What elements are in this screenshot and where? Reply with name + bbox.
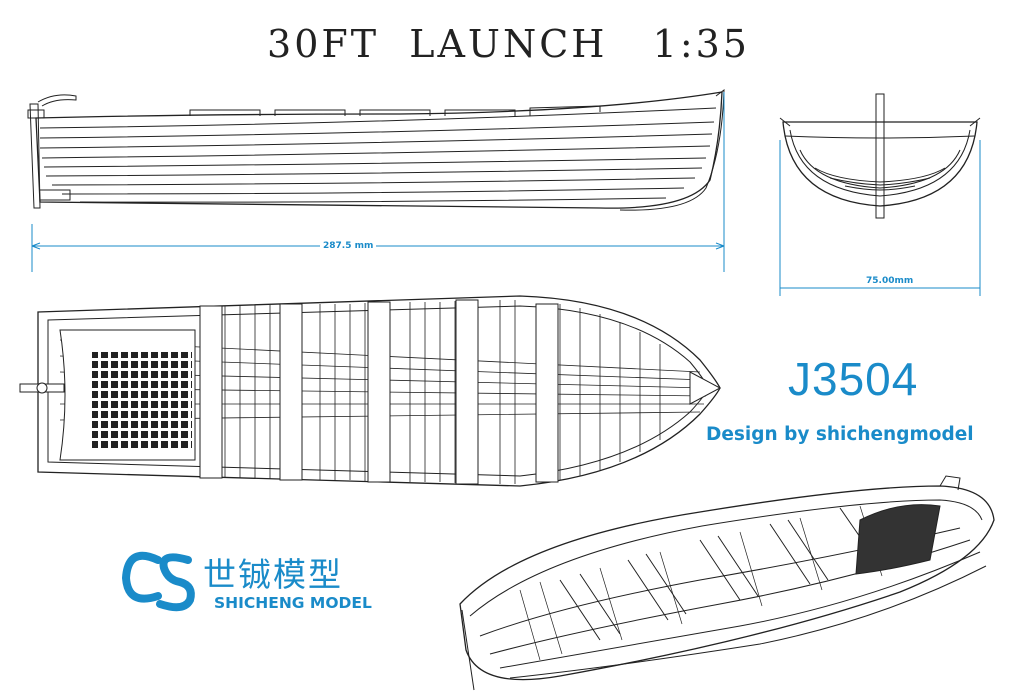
- page-title: 30FT LAUNCH 1:35: [267, 22, 750, 66]
- cs-logo-icon: [121, 551, 195, 612]
- designer-credit: Design by shichengmodel: [706, 424, 974, 445]
- stern-grating: [92, 352, 192, 448]
- model-code: J3504: [788, 353, 919, 405]
- brand-name-en: SHICHENG MODEL: [214, 594, 372, 612]
- side-profile-view: [27, 88, 725, 211]
- length-dimension-label: 287.5 mm: [320, 241, 377, 251]
- perspective-view: [459, 475, 995, 691]
- length-dimension-line: [31, 92, 725, 272]
- end-section-view: [779, 93, 981, 219]
- beam-dimension-line: [779, 140, 981, 296]
- brand-name-cn: 世铖模型: [203, 555, 343, 594]
- beam-dimension-label: 75.00mm: [866, 276, 914, 286]
